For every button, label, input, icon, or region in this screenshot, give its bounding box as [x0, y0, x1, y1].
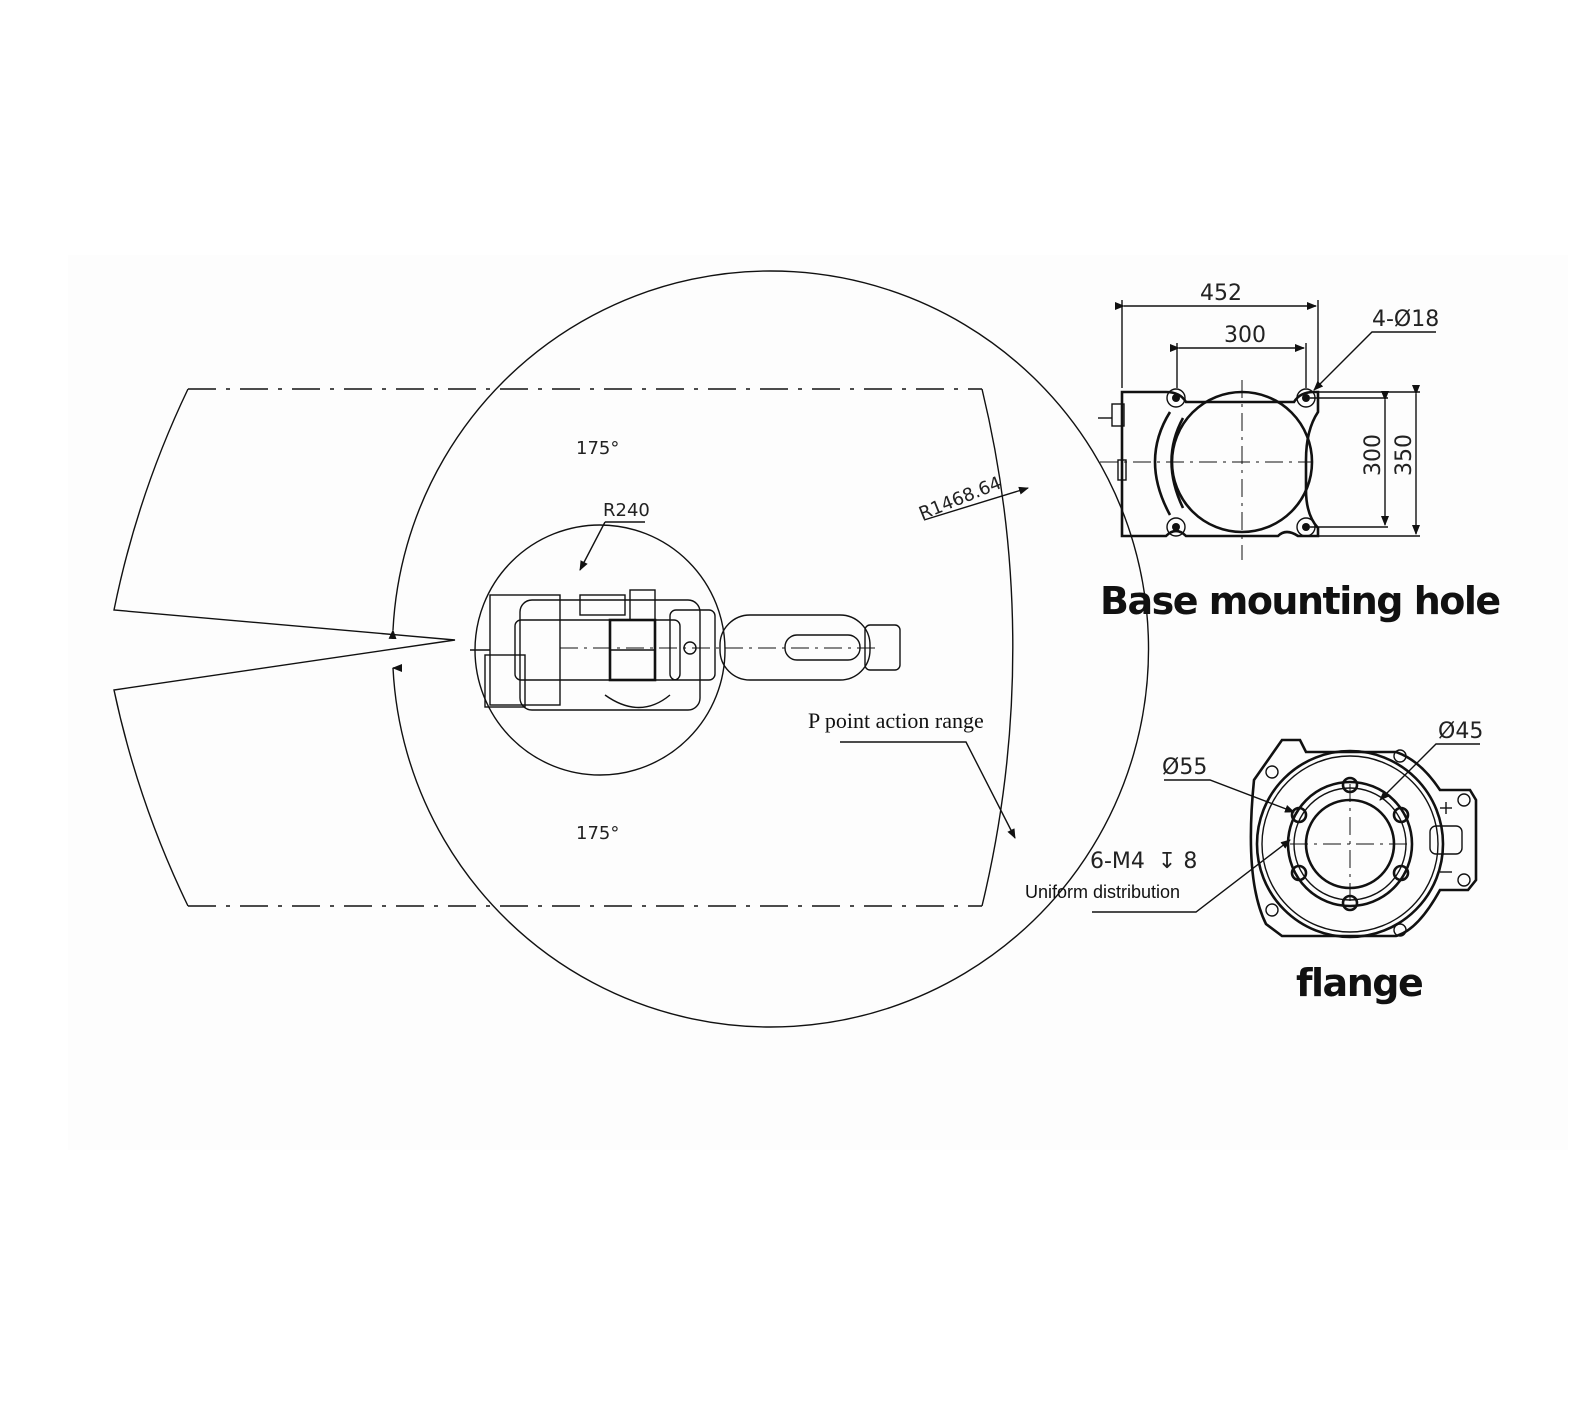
rotation-range-arc [388, 270, 1150, 1028]
width-outer-label: 452 [1200, 281, 1242, 306]
angle-top-label: 175° [576, 438, 619, 459]
base-mounting-view: 452 300 4-Ø18 3 [1098, 281, 1501, 623]
uniform-distribution-note: Uniform distribution [1025, 882, 1180, 902]
outer-envelope [113, 388, 456, 907]
robot-top-view [470, 589, 901, 711]
flange-inner-dia-label: Ø55 [1162, 755, 1207, 780]
thread-spec-label: 6-M4 ↧ 8 [1090, 849, 1197, 874]
depth-label: 8 [1183, 849, 1197, 874]
outer-radius-leader [923, 486, 1029, 521]
mount-hole-top-left [1166, 388, 1186, 408]
outer-envelope-arc [981, 388, 1014, 907]
mount-hole-bottom-left [1166, 517, 1186, 537]
height-inner-label: 300 [1361, 434, 1386, 476]
flange-view: Ø45 Ø55 6-M4 ↧ 8 Uniform distribution fl… [1025, 719, 1483, 1005]
width-inner-label: 300 [1224, 323, 1266, 348]
p-point-leader [840, 741, 1016, 839]
flange-outer-ring [1255, 749, 1445, 939]
thread-label: 6-M4 [1090, 849, 1145, 874]
hole-spec-label: 4-Ø18 [1372, 307, 1439, 332]
inner-radius-leader [579, 521, 606, 571]
hole-spec-leader [1313, 331, 1436, 391]
inner-radius-label: R240 [603, 500, 650, 521]
flange-outline [1249, 738, 1478, 938]
base-caption: Base mounting hole [1100, 579, 1500, 623]
flange-caption: flange [1296, 961, 1422, 1005]
flange-outer-dia-label: Ø45 [1438, 719, 1483, 744]
angle-bottom-label: 175° [576, 823, 619, 844]
p-point-label: P point action range [808, 708, 984, 733]
flange-bolt-holes [1290, 776, 1410, 912]
height-outer-label: 350 [1392, 434, 1417, 476]
